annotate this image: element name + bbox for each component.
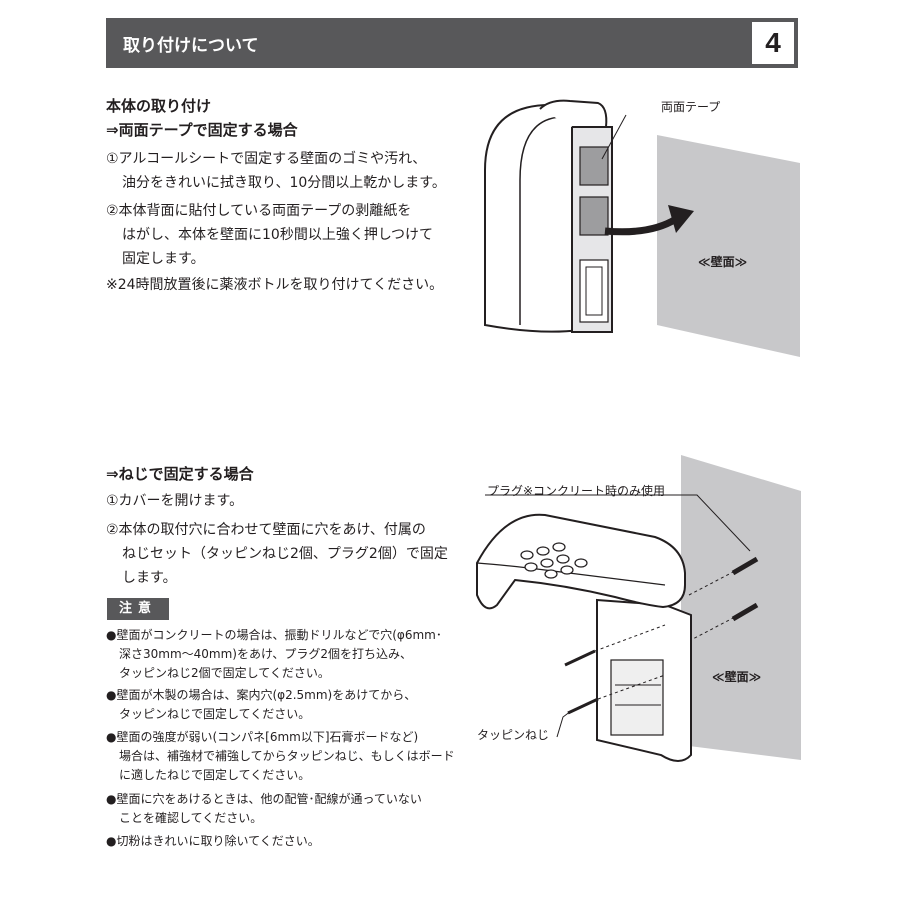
caution-item: ●壁面の強度が弱い(コンパネ[6mm以下]石膏ボードなど) 場合は、補強材で補強… <box>106 728 455 785</box>
page-number-badge: 4 <box>752 22 794 64</box>
plug-lower <box>688 602 759 642</box>
step-line: ねじセット（タッピンねじ2個、プラグ2個）で固定 <box>122 546 448 562</box>
caution-line: ●壁面の強度が弱い(コンパネ[6mm以下]石膏ボードなど) <box>106 730 419 744</box>
step-line: します。 <box>122 570 177 586</box>
caution-line: ●壁面が木製の場合は、案内穴(φ2.5mm)をあけてから、 <box>106 688 417 702</box>
caution-line: 場合は、補強材で補強してからタッピンねじ、もしくはボード <box>119 749 455 763</box>
screw-label: タッピンねじ <box>477 728 550 742</box>
wall-panel <box>681 455 801 760</box>
caution-line: ●壁面がコンクリートの場合は、振動ドリルなどで穴(φ6mm･ <box>106 628 442 642</box>
tape-footnote: ※24時間放置後に薬液ボトルを取り付けてください。 <box>106 277 444 293</box>
tape-label: 両面テープ <box>661 100 721 114</box>
caution-line: に適したねじで固定してください。 <box>119 768 311 782</box>
caution-line: ことを確認してください。 <box>119 811 263 825</box>
caution-item: ●壁面が木製の場合は、案内穴(φ2.5mm)をあけてから、 タッピンねじで固定し… <box>106 686 416 724</box>
step-line: ②本体の取付穴に合わせて壁面に穴をあけ、付属の <box>106 522 426 538</box>
step-line: 固定します。 <box>122 251 205 267</box>
caution-line: タッピンねじで固定してください。 <box>119 707 311 721</box>
caution-item: ●壁面がコンクリートの場合は、振動ドリルなどで穴(φ6mm･ 深さ30mm〜40… <box>106 626 442 683</box>
plug-upper <box>688 556 759 596</box>
wall-label-1: ≪壁面≫ <box>698 255 748 269</box>
device-body <box>484 104 581 333</box>
tape-mount-illustration <box>484 99 800 357</box>
section-header: 取り付けについて 4 <box>106 18 798 68</box>
caution-line: タッピンねじ2個で固定してください。 <box>119 666 330 680</box>
step-line: はがし、本体を壁面に10秒間以上強く押しつけて <box>122 227 433 243</box>
step-line: ②本体背面に貼付している両面テープの剥離紙を <box>106 203 412 219</box>
caution-line: 深さ30mm〜40mm)をあけ、プラグ2個を打ち込み、 <box>119 647 413 661</box>
tape-step-2: ②本体背面に貼付している両面テープの剥離紙を はがし、本体を壁面に10秒間以上強… <box>106 199 433 271</box>
wall-panel <box>657 135 800 357</box>
caution-line: ●壁面に穴をあけるときは、他の配管･配線が通っていない <box>106 792 422 806</box>
screw-upper <box>564 624 666 667</box>
section-title: 取り付けについて <box>123 36 259 56</box>
tape-method-heading: ⇒両面テープで固定する場合 <box>106 121 298 139</box>
button-grid <box>520 542 588 579</box>
caution-item: ●壁面に穴をあけるときは、他の配管･配線が通っていない ことを確認してください。 <box>106 790 422 828</box>
screw-mount-illustration <box>476 455 801 762</box>
body-mount-heading: 本体の取り付け <box>106 97 212 115</box>
plug-label: プラグ※コンクリート時のみ使用 <box>487 484 666 498</box>
tape-step-1: ①アルコールシートで固定する壁面のゴミや汚れ、 油分をきれいに拭き取り、10分間… <box>106 147 446 195</box>
caution-badge: 注意 <box>107 598 169 620</box>
step-line: ①アルコールシートで固定する壁面のゴミや汚れ、 <box>106 151 427 167</box>
tape-patch-upper <box>579 146 609 186</box>
tape-patch-lower <box>579 196 609 236</box>
wall-label-2: ≪壁面≫ <box>712 670 762 684</box>
screw-step-2: ②本体の取付穴に合わせて壁面に穴をあけ、付属の ねじセット（タッピンねじ2個、プ… <box>106 518 448 590</box>
screw-method-heading: ⇒ねじで固定する場合 <box>106 465 254 483</box>
screw-step-1: ①カバーを開けます。 <box>106 493 244 509</box>
mount-arrow <box>604 215 678 236</box>
screw-lower <box>567 674 666 715</box>
caution-item: ●切粉はきれいに取り除いてください。 <box>106 834 320 848</box>
step-line: 油分をきれいに拭き取り、10分間以上乾かします。 <box>122 175 446 191</box>
